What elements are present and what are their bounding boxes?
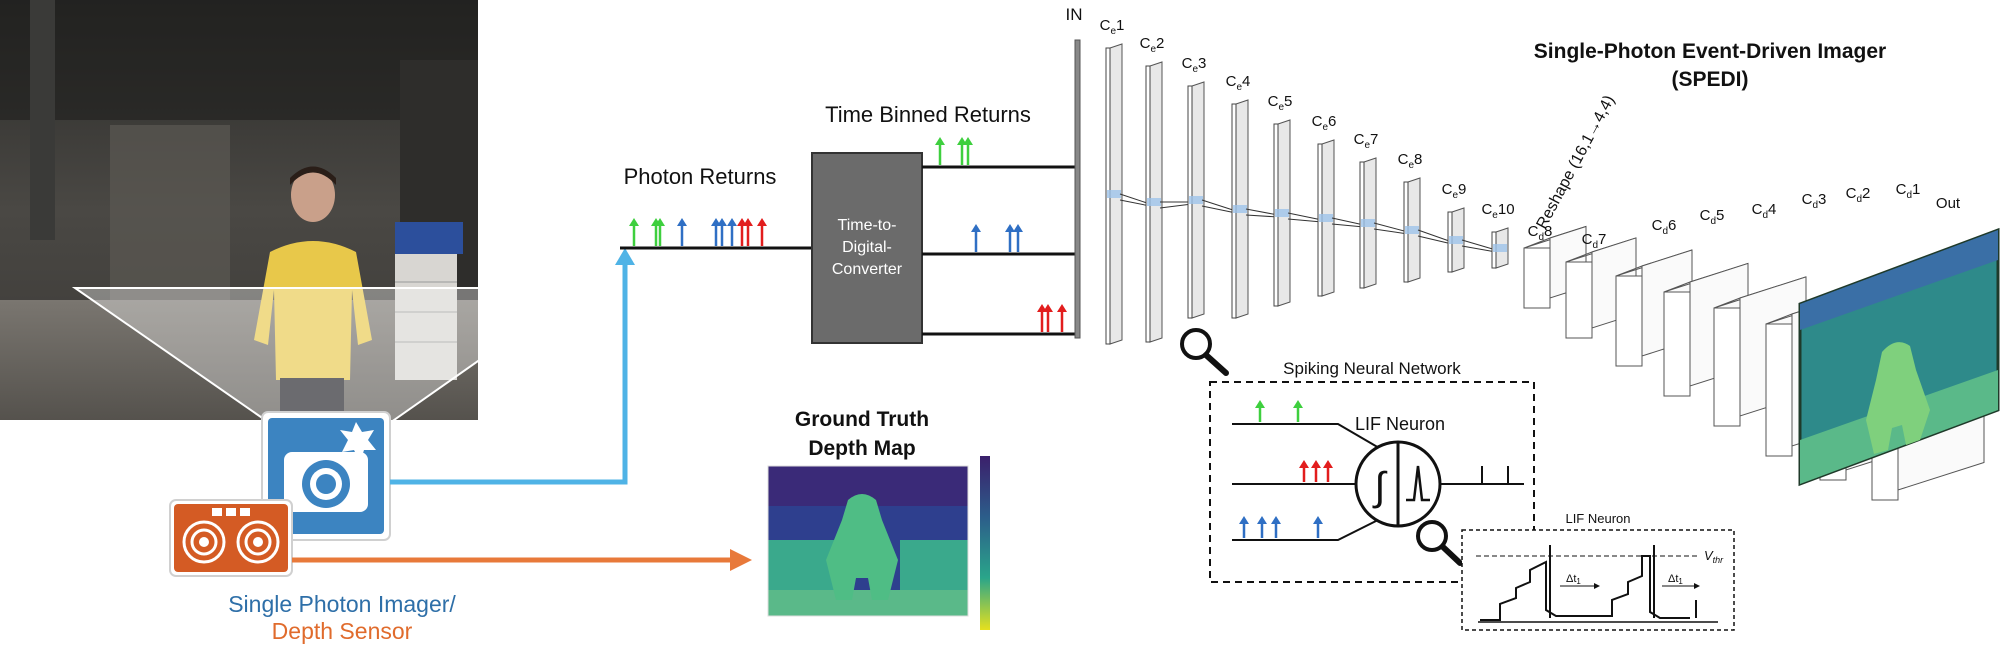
binned-return-arrows bbox=[935, 137, 1067, 332]
ground-truth-title-line2: Depth Map bbox=[808, 437, 915, 460]
spedi-title-line1: Single-Photon Event-Driven Imager bbox=[1534, 40, 1886, 63]
snn-spike-blue bbox=[1271, 516, 1281, 538]
out-label: Out bbox=[1936, 195, 1961, 212]
encoder-label-1: Ce1 bbox=[1100, 17, 1125, 37]
encoder-label-10: Ce10 bbox=[1481, 201, 1514, 221]
ground-truth-depth-map bbox=[767, 465, 969, 617]
photon-returns-label: Photon Returns bbox=[624, 164, 777, 189]
encoder-label-5: Ce5 bbox=[1268, 93, 1293, 113]
decoder-label-3: Cd3 bbox=[1802, 191, 1827, 211]
encoder-layer-10: Ce10 bbox=[1481, 201, 1515, 269]
depth-colorbar bbox=[980, 456, 990, 630]
camera-caption-line2: Depth Sensor bbox=[272, 618, 413, 644]
binned-arrow-red bbox=[1043, 304, 1053, 332]
photon-arrow-red bbox=[743, 218, 753, 246]
binned-arrow-blue bbox=[971, 224, 981, 252]
snn-input-spikes bbox=[1239, 400, 1333, 538]
reshape-label: Reshape (16,1→4,4) bbox=[1534, 93, 1619, 232]
integral-symbol: ∫ bbox=[1373, 465, 1389, 509]
encoder-layer-6: Ce6 bbox=[1312, 113, 1365, 297]
encoder-label-2: Ce2 bbox=[1140, 35, 1165, 55]
encoder-layer-1: Ce1 bbox=[1100, 17, 1151, 345]
delta-t-label-2: Δt1 bbox=[1668, 573, 1683, 586]
lif-neuron-label: LIF Neuron bbox=[1355, 414, 1445, 434]
snn-spike-blue bbox=[1257, 516, 1267, 538]
decoder-label-8: Cd8 bbox=[1528, 223, 1553, 243]
encoder-layer-5: Ce5 bbox=[1268, 93, 1323, 307]
depth-sensor-icon bbox=[169, 499, 293, 577]
binned-arrow-red bbox=[1057, 304, 1067, 332]
scene-photo bbox=[0, 0, 586, 467]
binned-arrow-blue bbox=[1005, 224, 1015, 252]
binned-arrow-green bbox=[935, 137, 945, 165]
camera-caption-line1: Single Photon Imager/ bbox=[228, 591, 456, 617]
encoder-label-8: Ce8 bbox=[1398, 151, 1423, 171]
encoder-layer-3: Ce3 bbox=[1182, 55, 1237, 319]
snn-title: Spiking Neural Network bbox=[1283, 359, 1461, 378]
decoder-label-6: Cd6 bbox=[1652, 217, 1677, 237]
threshold-label: Vthr bbox=[1704, 548, 1724, 565]
encoder-label-4: Ce4 bbox=[1226, 73, 1251, 93]
encoder-label-3: Ce3 bbox=[1182, 55, 1207, 75]
snn-spike-red bbox=[1299, 460, 1309, 482]
snn-spike-red bbox=[1323, 460, 1333, 482]
tdc-block: Time-to- Digital- Converter bbox=[811, 152, 923, 344]
decoder-label-2: Cd2 bbox=[1846, 185, 1871, 205]
photon-arrow-green bbox=[629, 218, 639, 246]
in-label: IN bbox=[1066, 5, 1083, 24]
photon-arrow-green bbox=[655, 218, 665, 246]
snn-spike-red bbox=[1311, 460, 1321, 482]
tdc-label-line3: Converter bbox=[832, 261, 903, 278]
encoder-layer-8: Ce8 bbox=[1398, 151, 1453, 283]
decoder-label-4: Cd4 bbox=[1752, 201, 1777, 221]
encoder-layer-7: Ce7 bbox=[1354, 131, 1409, 289]
photon-arrow-blue bbox=[717, 218, 727, 246]
output-depth-image bbox=[1798, 227, 2000, 487]
time-binned-label: Time Binned Returns bbox=[825, 102, 1031, 127]
encoder-label-7: Ce7 bbox=[1354, 131, 1379, 151]
decoder-label-7: Cd7 bbox=[1582, 231, 1607, 251]
depth-signal-arrow bbox=[292, 549, 752, 571]
ground-truth-title-line1: Ground Truth bbox=[795, 408, 929, 431]
encoder-label-9: Ce9 bbox=[1442, 181, 1467, 201]
single-photon-camera-icon bbox=[261, 411, 391, 541]
snn-spike-blue bbox=[1313, 516, 1323, 538]
field-of-view bbox=[71, 287, 586, 467]
snn-spike-blue bbox=[1239, 516, 1249, 538]
encoder-layer-4: Ce4 bbox=[1226, 73, 1279, 319]
magnifier-icon[interactable] bbox=[1180, 328, 1229, 376]
decoder-label-1: Cd1 bbox=[1896, 181, 1921, 201]
binned-arrow-blue bbox=[1013, 224, 1023, 252]
photon-arrow-blue bbox=[677, 218, 687, 246]
decoder-label-5: Cd5 bbox=[1700, 207, 1725, 227]
input-bar bbox=[1074, 39, 1081, 339]
encoder-layer-2: Ce2 bbox=[1140, 35, 1193, 343]
snn-spike-green bbox=[1293, 400, 1303, 422]
neuron-magnifier-icon[interactable] bbox=[1416, 520, 1463, 566]
photon-signal-arrow bbox=[390, 248, 635, 485]
photon-arrow-red bbox=[757, 218, 767, 246]
encoder-layer-9: Ce9 bbox=[1442, 181, 1497, 273]
binned-arrow-green bbox=[963, 137, 973, 165]
photon-arrow-blue bbox=[727, 218, 737, 246]
snn-spike-green bbox=[1255, 400, 1265, 422]
membrane-trace bbox=[1480, 555, 1690, 621]
delta-t-label-1: Δt1 bbox=[1566, 573, 1581, 586]
spike-symbol bbox=[1406, 465, 1430, 502]
spedi-title-line2: (SPEDI) bbox=[1671, 68, 1748, 91]
photon-return-arrows bbox=[629, 218, 767, 246]
lif-detail-panel: LIF Neuron Vthr Δt1 Δt1 bbox=[1461, 511, 1735, 631]
encoder-label-6: Ce6 bbox=[1312, 113, 1337, 133]
tdc-label-line1: Time-to- bbox=[838, 217, 897, 234]
lif-detail-title: LIF Neuron bbox=[1565, 511, 1630, 526]
tdc-label-line2: Digital- bbox=[842, 239, 892, 256]
